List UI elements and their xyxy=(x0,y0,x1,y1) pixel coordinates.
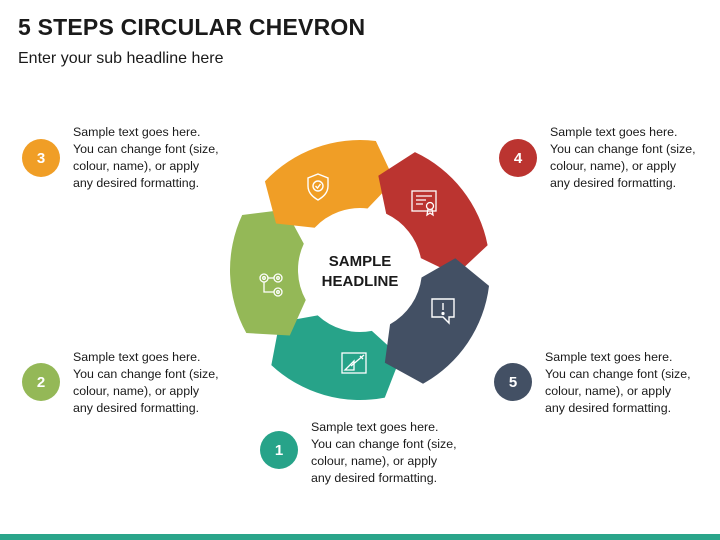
step-3-text-line: any desired formatting. xyxy=(73,176,200,190)
step-2-text-line: any desired formatting. xyxy=(73,401,200,415)
step-3-text-line: You can change font (size, xyxy=(73,142,219,156)
step-5-badge: 5 xyxy=(494,363,532,401)
step-4-text-line: Sample text goes here. xyxy=(550,125,678,139)
step-4-text-line: any desired formatting. xyxy=(550,176,677,190)
step-4-text-line: You can change font (size, xyxy=(550,142,696,156)
step-1-text-line: any desired formatting. xyxy=(311,471,438,485)
page-title: 5 STEPS CIRCULAR CHEVRON xyxy=(18,14,366,40)
step-1-description: Sample text goes here. You can change fo… xyxy=(311,419,481,487)
step-2-text-line: You can change font (size, xyxy=(73,367,219,381)
page-subtitle: Enter your sub headline here xyxy=(18,50,224,67)
step-3-description: Sample text goes here. You can change fo… xyxy=(73,124,243,192)
step-4-description: Sample text goes here. You can change fo… xyxy=(550,124,720,192)
step-3-badge: 3 xyxy=(22,139,60,177)
step-5-text-line: colour, name), or apply xyxy=(545,384,672,398)
chevron-segment-1 xyxy=(271,315,401,401)
step-1-text-line: Sample text goes here. xyxy=(311,420,439,434)
center-circle xyxy=(305,215,415,325)
gears-workflow-icon xyxy=(259,273,283,297)
step-3-text-line: Sample text goes here. xyxy=(73,125,201,139)
step-5-description: Sample text goes here. You can change fo… xyxy=(545,349,715,417)
center-headline-line1: SAMPLE xyxy=(329,253,392,270)
step-4-badge: 4 xyxy=(499,139,537,177)
step-1-text-line: colour, name), or apply xyxy=(311,454,438,468)
step-5-text-line: Sample text goes here. xyxy=(545,350,673,364)
step-2-badge: 2 xyxy=(22,363,60,401)
step-2-text-line: colour, name), or apply xyxy=(73,384,200,398)
footer-accent-bar xyxy=(0,534,720,540)
step-1-text-line: You can change font (size, xyxy=(311,437,457,451)
step-3-text-line: colour, name), or apply xyxy=(73,159,200,173)
center-headline-line2: HEADLINE xyxy=(322,273,399,290)
step-5-text-line: You can change font (size, xyxy=(545,367,691,381)
chevron-segment-5 xyxy=(384,258,490,384)
step-5-text-line: any desired formatting. xyxy=(545,401,672,415)
chevron-segment-3 xyxy=(264,139,395,228)
certificate-icon xyxy=(411,190,437,217)
drafting-tools-icon xyxy=(341,352,367,374)
step-2-description: Sample text goes here. You can change fo… xyxy=(73,349,243,417)
step-4-text-line: colour, name), or apply xyxy=(550,159,677,173)
chevron-segment-2 xyxy=(230,209,306,336)
step-2-text-line: Sample text goes here. xyxy=(73,350,201,364)
alert-speech-bubble-icon xyxy=(431,298,455,325)
shield-check-icon xyxy=(307,173,329,201)
step-1-badge: 1 xyxy=(260,431,298,469)
